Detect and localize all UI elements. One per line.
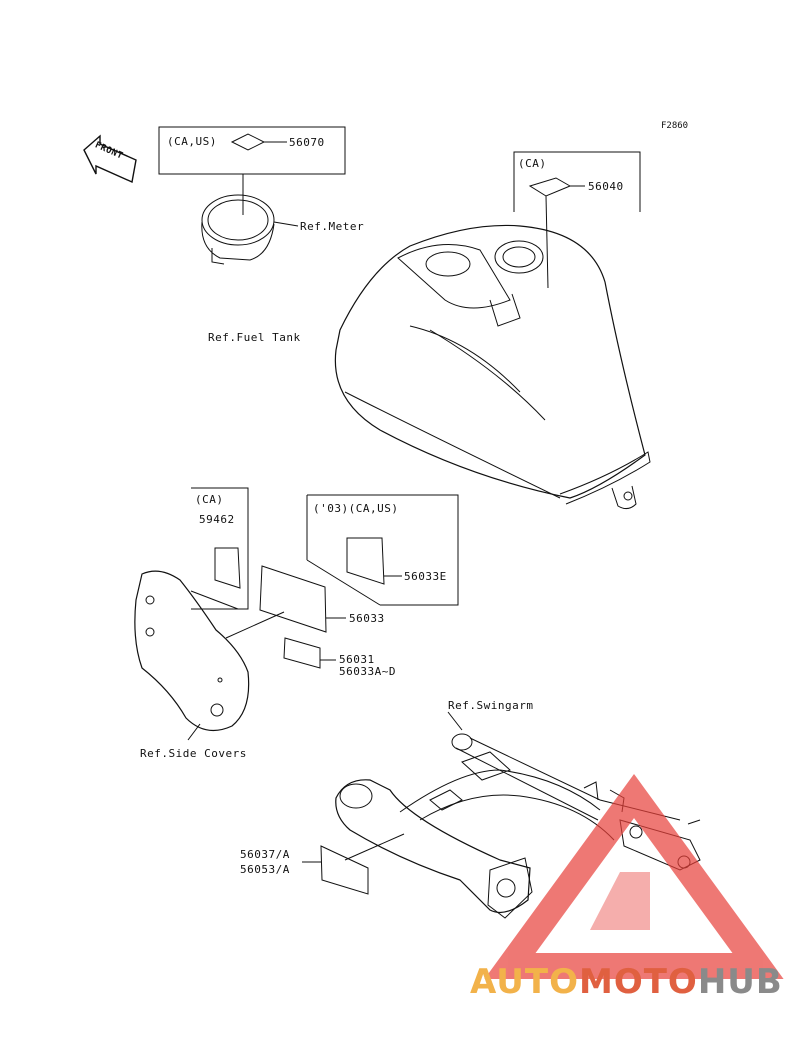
meter-drawing xyxy=(201,194,299,265)
ref-meter-label: Ref.Meter xyxy=(300,220,365,233)
part-56040-label: 56040 xyxy=(588,180,624,193)
ref-side-covers-label: Ref.Side Covers xyxy=(140,747,247,760)
meter-callout-box xyxy=(158,126,346,175)
meter-group-label: (CA,US) xyxy=(167,135,217,148)
watermark-part1: AUTO xyxy=(470,962,579,1002)
year-group-box xyxy=(307,494,459,606)
label-56033-shape xyxy=(259,565,327,633)
watermark-text: AUTOMOTOHUB xyxy=(470,962,783,1002)
tank-callout-box xyxy=(513,151,641,212)
part-56031-label: 56031 xyxy=(339,653,375,666)
label-59462-shape xyxy=(214,547,241,589)
label-56040-shape xyxy=(528,177,572,197)
swingarm-drawing xyxy=(335,711,701,919)
part-56070-label: 56070 xyxy=(289,136,325,149)
front-arrow-icon xyxy=(83,134,137,184)
part-56053a-label: 56053/A xyxy=(240,863,290,876)
side-group-box xyxy=(191,487,249,610)
part-56033a-d-label: 56033A~D xyxy=(339,665,396,678)
ref-fuel-tank-label: Ref.Fuel Tank xyxy=(208,331,301,344)
ref-swingarm-label: Ref.Swingarm xyxy=(448,699,534,712)
label-56033e-shape xyxy=(346,537,385,585)
tank-group-label: (CA) xyxy=(518,157,547,170)
side-cover-drawing xyxy=(134,570,250,741)
fuel-tank-drawing xyxy=(334,224,651,510)
year-group-label: ('03)(CA,US) xyxy=(313,502,399,515)
watermark-triangle-icon xyxy=(484,773,784,979)
part-59462-label: 59462 xyxy=(199,513,235,526)
side-group-label: (CA) xyxy=(195,493,224,506)
watermark-part2: MOTO xyxy=(578,962,698,1002)
watermark-part3: HUB xyxy=(697,962,783,1002)
part-56033e-label: 56033E xyxy=(404,570,447,583)
figure-code: F2860 xyxy=(661,121,689,131)
label-56031-shape xyxy=(283,637,321,669)
label-56037-shape xyxy=(320,845,369,895)
part-56033-label: 56033 xyxy=(349,612,385,625)
label-56070-shape xyxy=(230,133,266,151)
part-56037a-label: 56037/A xyxy=(240,848,290,861)
